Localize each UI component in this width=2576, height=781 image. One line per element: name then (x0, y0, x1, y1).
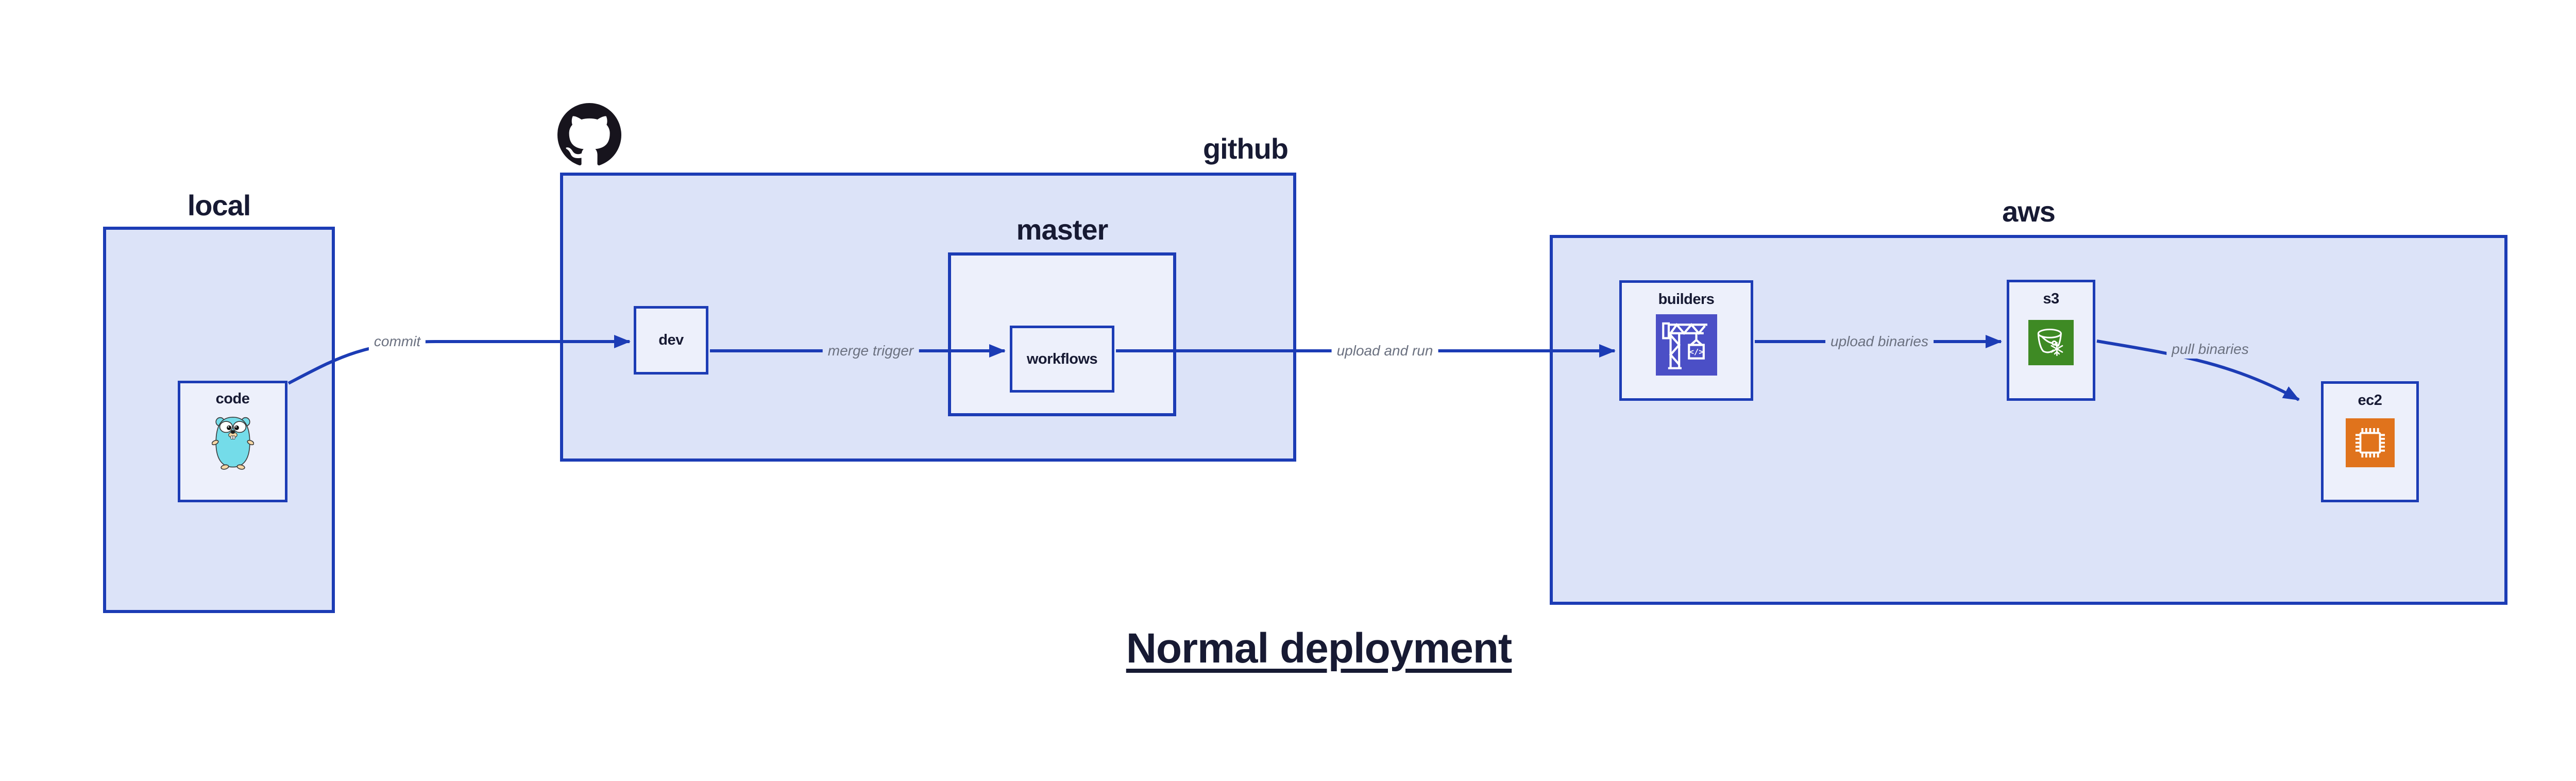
group-label-master: master (1016, 213, 1109, 246)
edge-label-upload-and-run: upload and run (1331, 342, 1438, 360)
node-box-dev: dev (634, 306, 708, 375)
group-label-github: github (1202, 132, 1289, 165)
node-label-s3: s3 (2043, 291, 2059, 307)
node-label-dev: dev (658, 332, 684, 348)
node-label-ec2: ec2 (2358, 392, 2382, 409)
diagram-title: Normal deployment (1126, 625, 1512, 672)
aws-ec2-chip-icon (2345, 418, 2395, 467)
node-box-s3: s3 (2007, 280, 2095, 401)
node-label-builders: builders (1658, 291, 1715, 308)
edge-label-upload-binaries: upload binaries (1825, 332, 1934, 351)
node-label-code: code (215, 390, 250, 407)
node-box-ec2: ec2 (2321, 381, 2419, 502)
aws-codebuild-crane-icon: </> (1655, 314, 1717, 376)
group-label-aws: aws (2002, 195, 2056, 228)
node-box-code: code (178, 381, 287, 502)
aws-s3-glacier-bucket-icon (2028, 320, 2074, 365)
node-box-workflows: workflows (1010, 326, 1114, 393)
edge-label-pull-binaries: pull binaries (2166, 340, 2254, 359)
node-box-builders: builders </> (1619, 280, 1753, 401)
edge-label-commit: commit (368, 332, 426, 351)
go-gopher-icon (211, 416, 254, 470)
group-label-local: local (187, 189, 251, 222)
node-label-workflows: workflows (1026, 350, 1098, 367)
edge-label-merge-trigger: merge trigger (822, 342, 919, 360)
svg-text:</>: </> (1689, 347, 1703, 356)
github-octocat-icon (557, 103, 621, 165)
